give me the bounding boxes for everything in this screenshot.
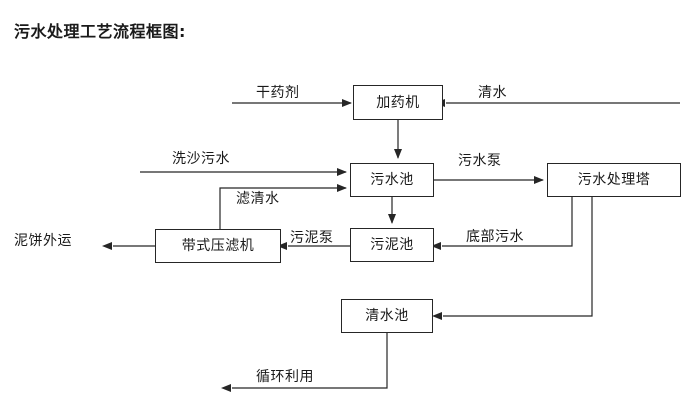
arrowhead-mud-cake (102, 242, 112, 250)
edge-label-dry-agent: 干药剂 (256, 85, 300, 101)
page-title: 污水处理工艺流程框图: (14, 22, 186, 41)
node-label: 带式压滤机 (181, 238, 255, 254)
node-label: 加药机 (376, 94, 420, 111)
edge-label-clean-water: 清水 (478, 85, 507, 101)
edge-label-sand-washing-water: 洗沙污水 (172, 151, 230, 167)
edge-tower-to-sludge-pool (442, 197, 573, 247)
node-sewage-pool[interactable]: 污水池 (350, 163, 434, 197)
edge-label-filtrate-water: 滤清水 (236, 191, 280, 207)
node-label: 污水池 (370, 172, 414, 188)
edge-label-sludge-pump: 污泥泵 (290, 230, 334, 246)
edge-tower-to-clean-water-pool (443, 197, 593, 317)
arrowhead-clean-water-pool (432, 312, 442, 320)
arrowhead-recycle (221, 384, 231, 392)
node-belt-filter-press[interactable]: 带式压滤机 (155, 229, 281, 263)
arrowhead-sludge-pump (277, 242, 287, 250)
node-label: 清水池 (365, 308, 409, 324)
edge-label-bottom-sewage: 底部污水 (466, 229, 524, 245)
node-sludge-pool[interactable]: 污泥池 (350, 228, 434, 262)
edge-clean-water-pool-to-reuse (232, 333, 388, 389)
edge-label-recycle-reuse: 循环利用 (256, 369, 314, 385)
node-label: 污水处理塔 (577, 172, 651, 188)
arrowhead-bottom-sewage (431, 242, 441, 250)
node-treatment-tower[interactable]: 污水处理塔 (547, 163, 681, 197)
edge-filtrate-to-sewage-pool (219, 184, 347, 229)
edge-label-sewage-pump: 污水泵 (458, 153, 502, 169)
edge-label-mud-cake-out: 泥饼外运 (14, 233, 72, 249)
node-clean-water-pool[interactable]: 清水池 (341, 299, 433, 333)
node-label: 污泥池 (370, 237, 414, 253)
node-dosing-machine[interactable]: 加药机 (353, 85, 443, 120)
